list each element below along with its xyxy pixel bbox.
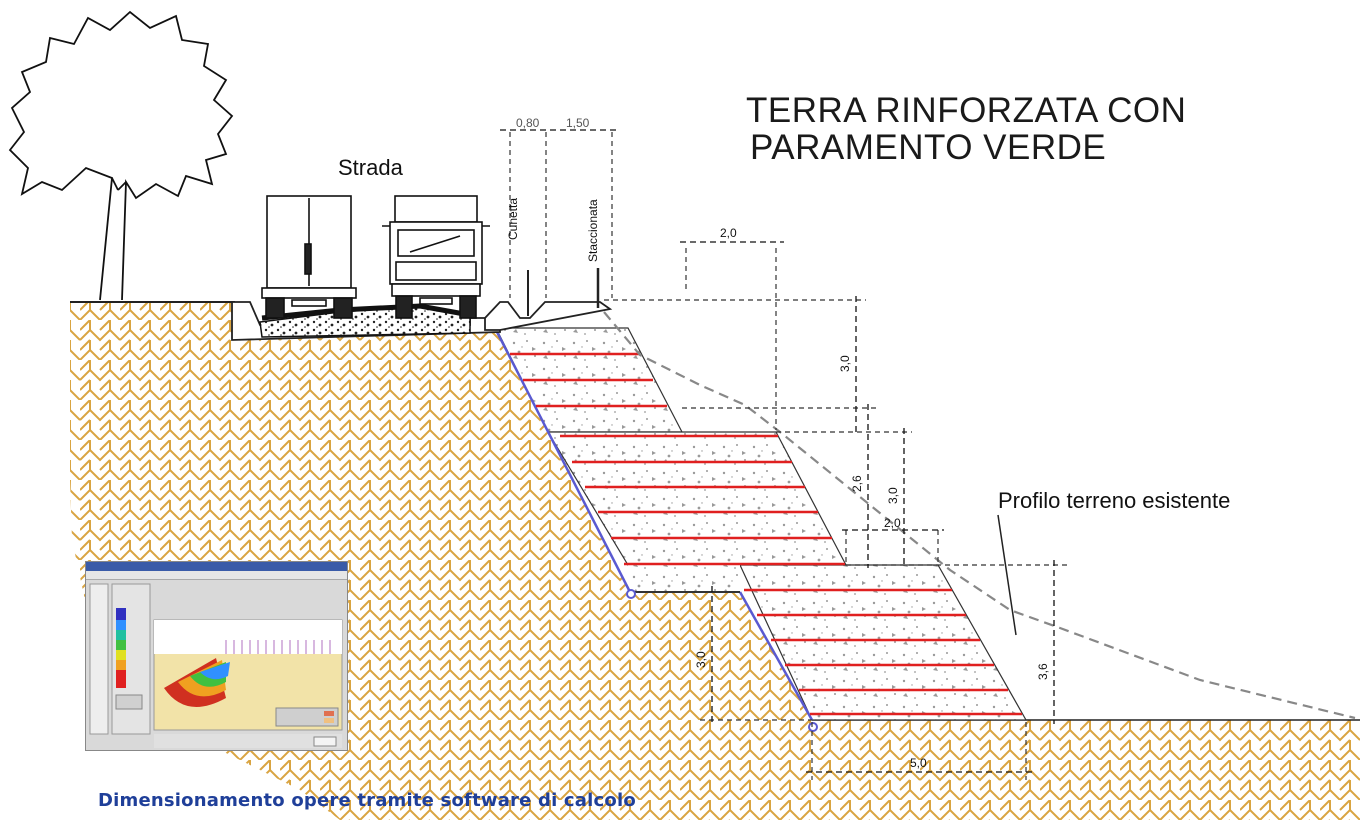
software-screenshot-thumbnail [85,561,348,751]
existing-ground-profile [603,311,1356,720]
ditch-berm [484,301,613,331]
asphalt-layer [261,303,471,321]
ditch-label: Cunetta [506,197,520,240]
dim-tier3-height-right: 3,6 [1036,663,1050,680]
facing-tier-3 [738,591,814,721]
diagram-title-line-2: PARAMENTO VERDE [750,128,1107,167]
dim-mid-bench: 2,0 [884,516,901,530]
dimension-lines [500,129,1055,773]
natural-soil [70,302,1360,820]
geogrid-layers [510,352,1022,716]
ground-profile-label: Profilo terreno esistente [998,488,1231,513]
facing-node-2 [808,722,818,732]
profile-leader [997,514,1017,636]
truck-rear [261,195,357,319]
tier-3-fill [739,564,1028,721]
truck-front [382,195,490,319]
dimension-extensions [509,132,1070,780]
dim-tier1-height: 3,0 [838,355,852,372]
thumbnail-content [89,583,343,748]
tree-outline [8,10,234,301]
facing-node-1 [626,589,636,599]
dim-ditch-width: 0,80 [516,116,540,130]
road-label: Strada [338,155,403,180]
fence-label: Staccionata [586,199,600,262]
dim-tier3-height-left: 3,0 [694,651,708,668]
dim-tier2-height-b: 3,0 [886,487,900,504]
dim-base-width: 5,0 [910,756,927,770]
thumbnail-titlebar [86,562,347,571]
dim-fence-offset: 1,50 [566,116,590,130]
figure-caption: Dimensionamento opere tramite software d… [98,790,636,811]
diagram-title-line-1: TERRA RINFORZATA CON [746,91,1187,130]
dim-tier2-height-a: 2,6 [850,475,864,492]
tier-3-filler [628,565,740,592]
dim-top-bench: 2,0 [720,226,737,240]
facing-tiers-1-2 [494,329,632,593]
thumbnail-menubar [86,571,347,580]
